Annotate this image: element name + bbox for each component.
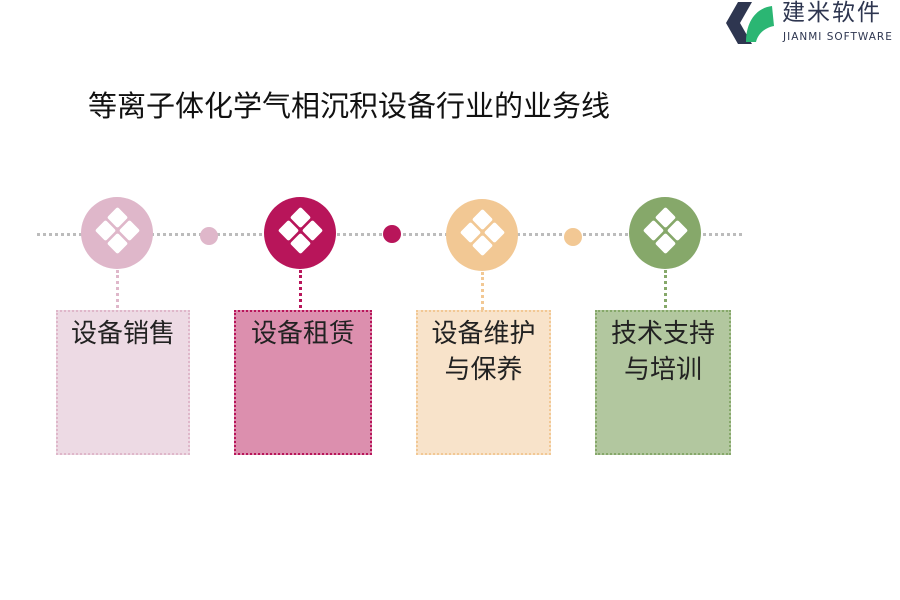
logo xyxy=(726,2,776,44)
step-2-box: 设备租赁 xyxy=(234,310,372,455)
step-4-label: 技术支持与培训 xyxy=(610,319,715,385)
connector-dot-3 xyxy=(564,228,582,246)
step-2-connector xyxy=(299,270,302,308)
page-title: 等离子体化学气相沉积设备行业的业务线 xyxy=(88,89,611,123)
step-2-circle xyxy=(264,197,336,269)
logo-text-cn: 建米软件 xyxy=(782,0,882,26)
step-1-connector xyxy=(116,270,119,308)
step-3-circle xyxy=(446,199,518,271)
step-4-box: 技术支持与培训 xyxy=(595,310,731,455)
step-1-circle xyxy=(81,197,153,269)
connector-dot-1 xyxy=(200,227,218,245)
logo-icon xyxy=(726,2,774,44)
step-3-label: 设备维护与保养 xyxy=(431,319,536,385)
step-4-circle xyxy=(629,197,701,269)
step-4-connector xyxy=(664,270,667,308)
logo-text-en: JIANMI SOFTWARE xyxy=(783,31,893,43)
step-3-box: 设备维护与保养 xyxy=(416,310,551,455)
step-2-label: 设备租赁 xyxy=(250,319,355,349)
step-1-label: 设备销售 xyxy=(70,319,175,349)
step-1-box: 设备销售 xyxy=(56,310,190,455)
step-3-connector xyxy=(481,272,484,310)
connector-dot-2 xyxy=(383,225,401,243)
